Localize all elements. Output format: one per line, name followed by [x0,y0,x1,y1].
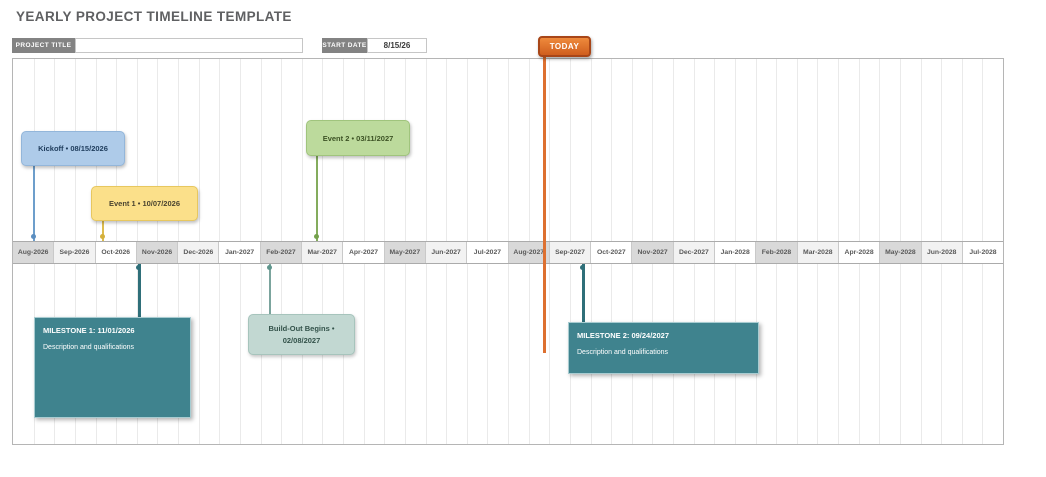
axis-month-cell: Oct-2026 [95,242,137,263]
kickoff-axis-dot [31,234,36,239]
axis-month-cell: Sep-2027 [549,242,592,263]
axis-month-cell: Aug-2027 [508,242,550,263]
axis-month-cell: Nov-2026 [136,242,179,263]
axis-month-cell: Nov-2027 [632,242,674,263]
axis-month-cell: Sep-2026 [54,242,96,263]
today-marker-line [543,53,546,353]
buildout-axis-dot [267,265,272,270]
axis-month-cell: May-2028 [880,242,922,263]
buildout-label-line2: 02/08/2027 [282,335,321,345]
milestone-1-box[interactable]: MILESTONE 1: 11/01/2026 Description and … [34,317,191,418]
buildout-begins-box[interactable]: Build-Out Begins • 02/08/2027 [248,314,355,355]
milestone-2-box[interactable]: MILESTONE 2: 09/24/2027 Description and … [568,322,759,374]
start-date-label: START DATE [322,38,367,53]
event-kickoff-label: Kickoff • 08/15/2026 [38,144,108,153]
event-2-label: Event 2 • 03/11/2027 [322,133,394,143]
milestone-1-description: Description and qualifications [43,344,135,351]
axis-month-cell: May-2027 [384,242,426,263]
milestone-1-title: MILESTONE 1: 11/01/2026 [43,326,135,335]
axis-month-cell: Jan-2027 [219,242,261,263]
axis-month-cell: Jun-2028 [921,242,963,263]
axis-month-cell: Jan-2028 [715,242,757,263]
milestone-2-description: Description and qualifications [577,349,669,356]
axis-month-cell: Feb-2027 [260,242,303,263]
axis-month-cell: Dec-2027 [673,242,716,263]
milestone2-axis-dot [580,265,585,270]
axis-month-cell: Apr-2027 [343,242,385,263]
event1-stem-line [102,219,104,241]
start-date-input[interactable] [367,38,427,53]
kickoff-stem-line [33,164,35,241]
axis-month-cell: Oct-2027 [591,242,633,263]
buildout-label-line1: Build-Out Begins • [268,324,335,334]
event-1-box[interactable]: Event 1 • 10/07/2026 [91,186,198,221]
project-title-label: PROJECT TITLE [12,38,75,53]
event2-stem-line [316,154,318,241]
event1-axis-dot [100,234,105,239]
today-badge[interactable]: TODAY [538,36,591,57]
event-2-box[interactable]: Event 2 • 03/11/2027 [306,120,410,156]
milestone1-axis-dot [136,265,141,270]
buildout-stem-line [269,264,271,314]
axis-month-cell: Dec-2026 [178,242,220,263]
axis-month-cell: Jun-2027 [425,242,468,263]
milestone2-stem-line [582,264,585,322]
project-title-input[interactable] [75,38,303,53]
axis-month-cell: Jul-2027 [467,242,509,263]
axis-month-cell: Mar-2027 [302,242,344,263]
event-kickoff-box[interactable]: Kickoff • 08/15/2026 [21,131,125,166]
milestone1-stem-line [138,264,141,317]
page-title: YEARLY PROJECT TIMELINE TEMPLATE [16,9,292,24]
event2-axis-dot [314,234,319,239]
axis-month-cell: Aug-2026 [13,242,55,263]
event-1-label: Event 1 • 10/07/2026 [108,199,180,208]
axis-month-cell: Feb-2028 [756,242,798,263]
axis-month-cell: Mar-2028 [797,242,839,263]
milestone-2-title: MILESTONE 2: 09/24/2027 [577,331,669,340]
axis-month-cell: Jul-2028 [962,242,1004,263]
axis-month-cell: Apr-2028 [838,242,881,263]
